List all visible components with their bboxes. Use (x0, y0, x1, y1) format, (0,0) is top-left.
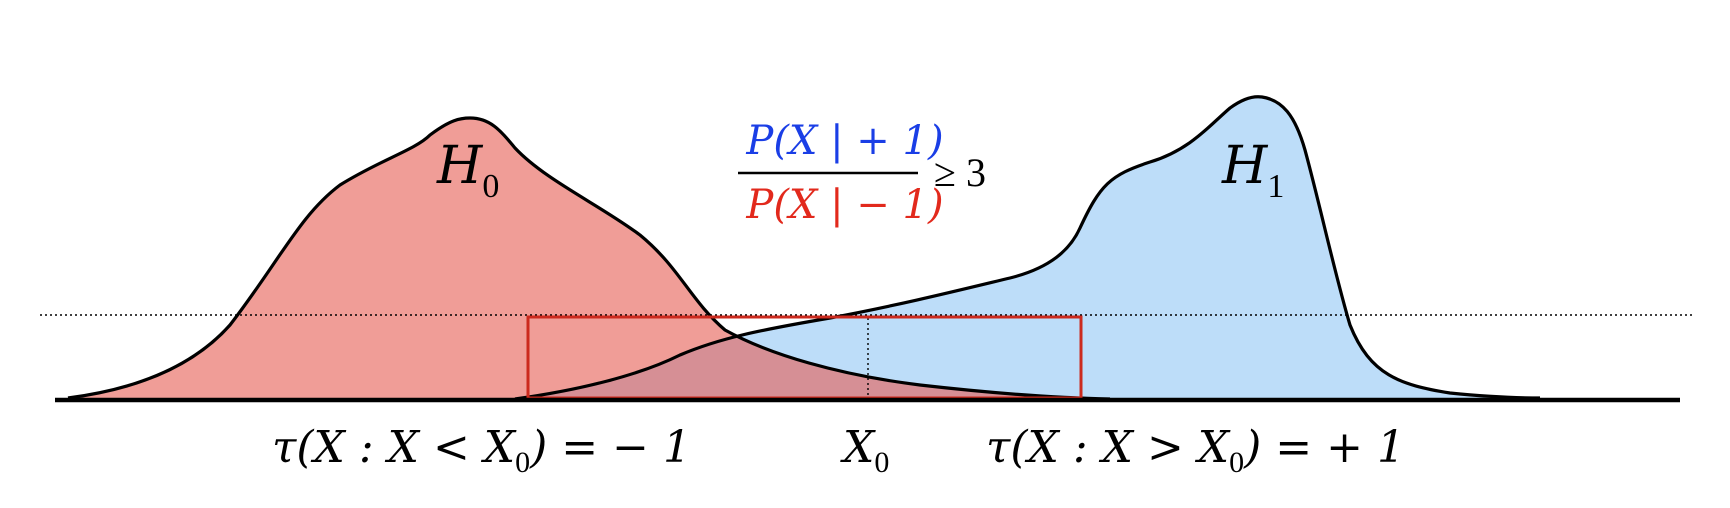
h1-distribution (515, 96, 1540, 399)
threshold-label-sub: 0 (874, 446, 889, 479)
ratio-denominator: P(X | − 1) (745, 182, 943, 228)
h0-curve (67, 116, 1111, 401)
left-rule-pre: τ(X : X < X (272, 422, 517, 473)
h1-curve (514, 95, 1541, 401)
h1-label-sub: 1 (1267, 168, 1284, 205)
right-decision-rule: τ(X : X > X0) = + 1 (986, 422, 1405, 479)
left-rule-sub: 0 (515, 446, 530, 479)
right-rule-post: ) = + 1 (1243, 422, 1405, 473)
left-rule-post: ) = − 1 (529, 422, 691, 473)
h0-label-sub: 0 (482, 168, 499, 205)
h0-distribution (68, 118, 1110, 399)
left-decision-rule: τ(X : X < X0) = − 1 (272, 422, 691, 479)
threshold-label-base: X (840, 422, 876, 473)
right-rule-pre: τ(X : X > X (986, 422, 1231, 473)
threshold-label: X0 (840, 422, 889, 479)
h0-label-base: H (436, 136, 484, 196)
h1-label-base: H (1221, 136, 1269, 196)
right-rule-sub: 0 (1229, 446, 1244, 479)
ratio-numerator: P(X | + 1) (745, 118, 943, 164)
h0-label: H0 (436, 136, 499, 205)
h1-label: H1 (1221, 136, 1284, 205)
ratio-relation: ≥ 3 (934, 150, 986, 195)
